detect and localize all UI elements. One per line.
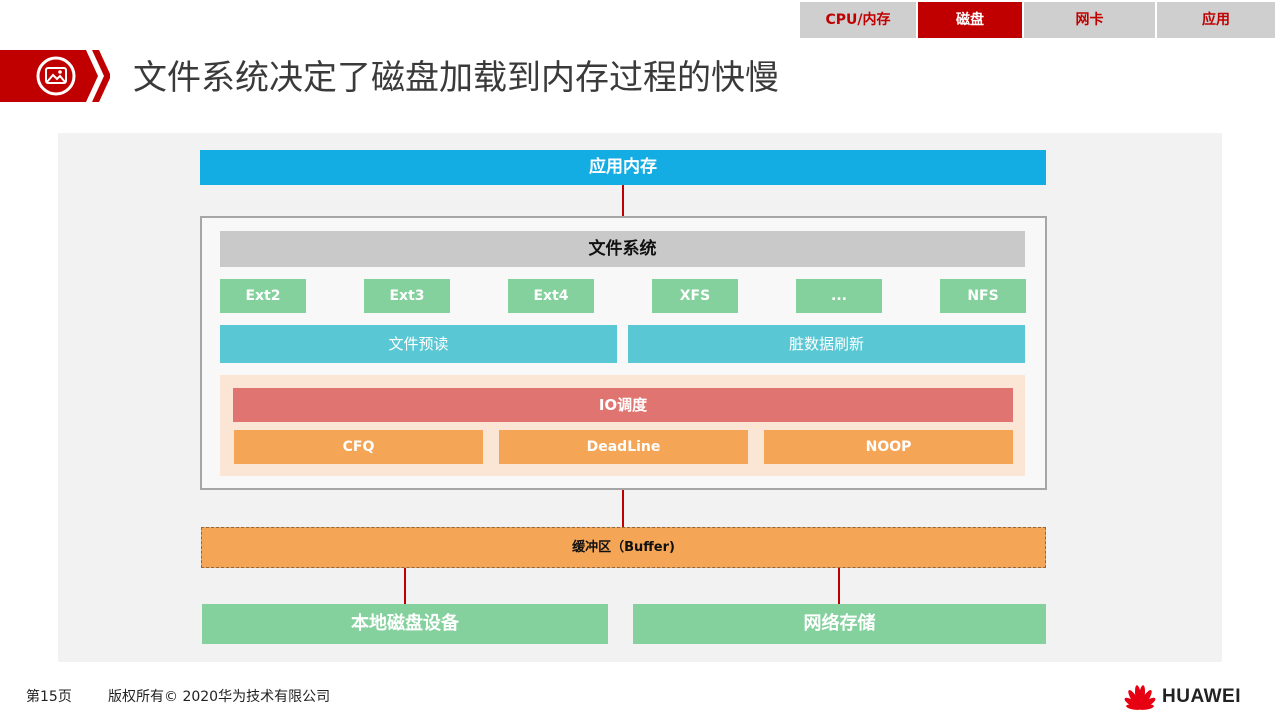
buffer-block: 缓冲区（Buffer) [201, 527, 1046, 568]
fs-type-ext4: Ext4 [508, 279, 594, 313]
tab-network-card[interactable]: 网卡 [1024, 2, 1155, 38]
diagram-canvas: 应用内存 文件系统 Ext2 Ext3 Ext4 XFS ... NFS 文件预… [58, 133, 1222, 662]
connector-line [622, 490, 624, 527]
scheduler-noop: NOOP [764, 430, 1013, 464]
network-storage-block: 网络存储 [633, 604, 1046, 644]
local-disk-block: 本地磁盘设备 [202, 604, 608, 644]
tab-application[interactable]: 应用 [1157, 2, 1275, 38]
image-icon [36, 56, 76, 96]
connector-line [622, 185, 624, 216]
io-scheduling-title: IO调度 [233, 388, 1013, 422]
scheduler-deadline: DeadLine [499, 430, 748, 464]
fs-type-ext3: Ext3 [364, 279, 450, 313]
page-number: 第15页 [26, 689, 72, 705]
fs-type-ext2: Ext2 [220, 279, 306, 313]
fs-type-nfs: NFS [940, 279, 1026, 313]
tab-disk[interactable]: 磁盘 [918, 2, 1022, 38]
fs-type-ellipsis: ... [796, 279, 882, 313]
connector-line [838, 568, 840, 605]
title-banner [0, 50, 110, 102]
tab-cpu-memory[interactable]: CPU/内存 [800, 2, 916, 38]
filesystem-title: 文件系统 [220, 231, 1025, 267]
scheduler-cfq: CFQ [234, 430, 483, 464]
brand-name: HUAWEI [1162, 686, 1241, 707]
page-title: 文件系统决定了磁盘加载到内存过程的快慢 [133, 58, 779, 98]
app-memory-block: 应用内存 [200, 150, 1046, 185]
section-tabs: CPU/内存 磁盘 网卡 应用 [800, 2, 1277, 38]
fs-type-xfs: XFS [652, 279, 738, 313]
feature-readahead: 文件预读 [220, 325, 617, 363]
huawei-logo-icon [1124, 685, 1156, 710]
connector-line [404, 568, 406, 604]
feature-dirty-flush: 脏数据刷新 [628, 325, 1025, 363]
copyright-text: 版权所有© 2020华为技术有限公司 [108, 689, 331, 705]
